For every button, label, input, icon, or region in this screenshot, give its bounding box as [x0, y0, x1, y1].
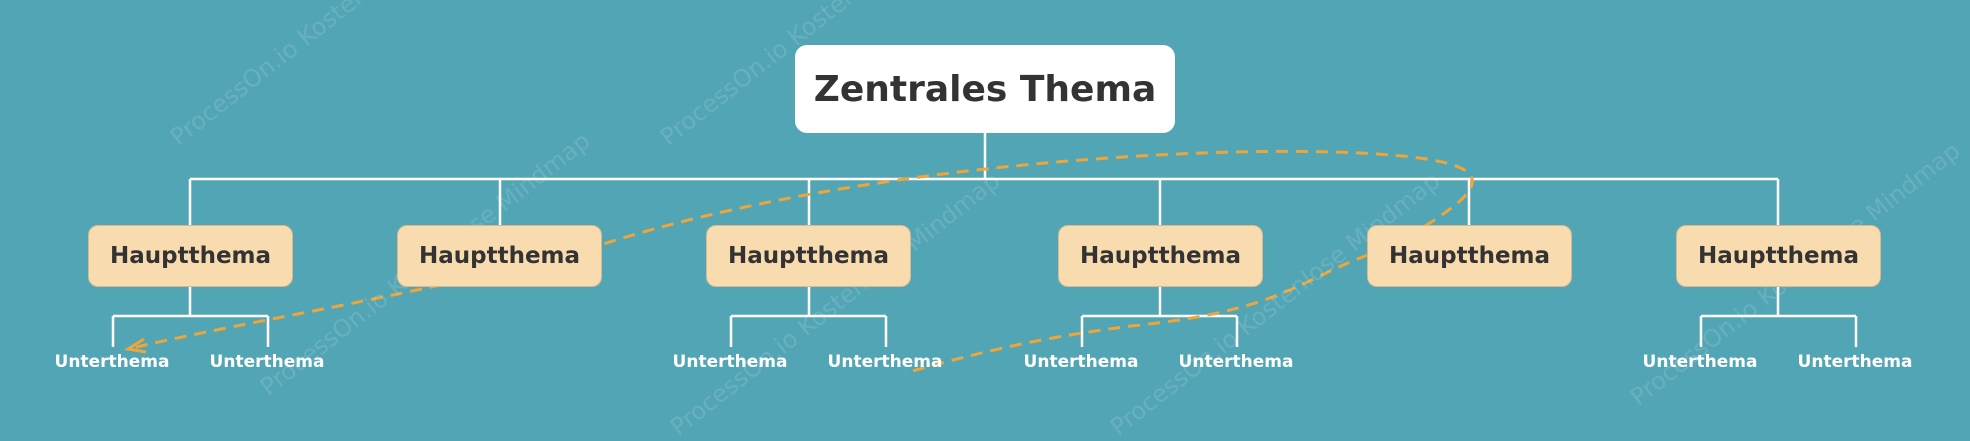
- subtopic[interactable]: Unterthema: [1023, 352, 1139, 372]
- subtopic[interactable]: Unterthema: [209, 352, 325, 372]
- main-topic[interactable]: Hauptthema: [706, 225, 911, 287]
- subtopic[interactable]: Unterthema: [54, 352, 170, 372]
- main-topic[interactable]: Hauptthema: [1676, 225, 1881, 287]
- connector-sub-4: [1080, 287, 1239, 347]
- connector-sub-3: [729, 287, 888, 347]
- connector-sub-1: [111, 287, 270, 347]
- subtopic[interactable]: Unterthema: [1642, 352, 1758, 372]
- main-topic[interactable]: Hauptthema: [88, 225, 293, 287]
- main-topic[interactable]: Hauptthema: [1367, 225, 1572, 287]
- subtopic[interactable]: Unterthema: [1178, 352, 1294, 372]
- relation-arrow: [123, 337, 147, 354]
- central-topic[interactable]: Zentrales Thema: [795, 45, 1175, 133]
- connector-sub-6: [1699, 287, 1858, 347]
- main-topic[interactable]: Hauptthema: [397, 225, 602, 287]
- subtopic[interactable]: Unterthema: [1797, 352, 1913, 372]
- subtopic[interactable]: Unterthema: [672, 352, 788, 372]
- subtopic[interactable]: Unterthema: [827, 352, 943, 372]
- main-topic[interactable]: Hauptthema: [1058, 225, 1263, 287]
- relation-curve-2: [904, 253, 1369, 375]
- relation-curve-1: [127, 149, 1474, 351]
